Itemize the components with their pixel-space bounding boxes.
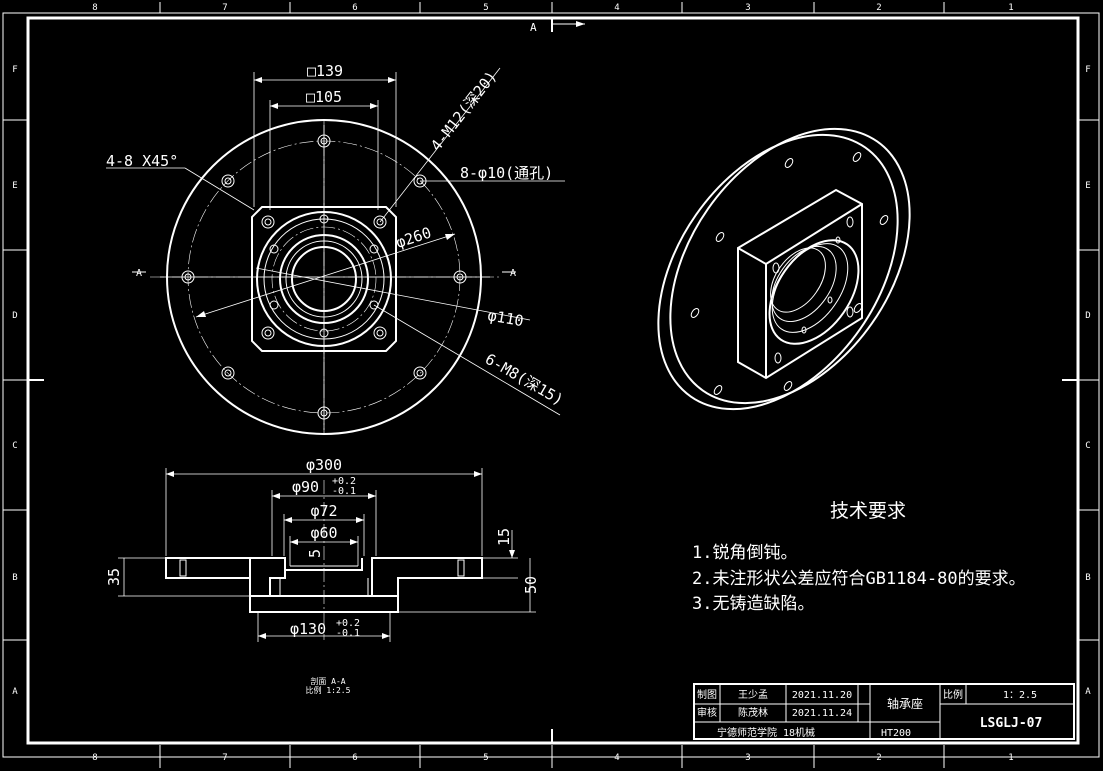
section-scale: 比例 1:2.5 [306,685,351,695]
section-caption: 剖面 A-A [310,676,345,686]
dim-d130-tol-lower: -0.1 [336,628,360,639]
scale-value: 1：2.5 [1003,690,1037,701]
dim-d90-tol-upper: +0.2 [332,476,356,487]
front-view: A A □139 □105 4-M12(深20) 4-8 X45° 8-φ10(… [106,62,567,435]
dim-h15: 15 [495,528,513,546]
dim-h50: 50 [522,576,540,594]
col-label-6-bottom: 6 [352,753,357,763]
draw-label: 制图 [697,688,717,701]
requirement-item-3: 3.无铸造缺陷。 [692,594,814,614]
scale-label: 比例 [943,688,963,701]
dim-sq139: □139 [307,62,343,80]
row-label-a-left: A [12,687,18,697]
col-label-5-bottom: 5 [483,753,488,763]
dim-h5: 5 [306,549,324,558]
dim-d130: φ130 [290,620,326,638]
row-label-d-left: D [12,311,17,321]
col-label-4-top: 4 [614,3,619,13]
section-label-left: A [136,268,142,279]
row-label-c-right: C [1085,441,1090,451]
row-label-b-left: B [12,573,17,583]
requirements-title: 技术要求 [830,500,906,522]
requirement-item-2: 2.未注形状公差应符合GB1184-80的要求。 [692,569,1026,589]
col-label-1-top: 1 [1008,3,1013,13]
row-label-c-left: C [12,441,17,451]
requirement-item-1: 1.锐角倒钝。 [692,543,797,563]
dim-h35: 35 [105,568,123,586]
col-label-8-bottom: 8 [92,753,97,763]
row-label-d-right: D [1085,311,1090,321]
check-label: 审核 [697,706,717,719]
dim-d60: φ60 [310,524,337,542]
col-label-3-top: 3 [745,3,750,13]
row-label-e-right: E [1085,181,1090,191]
isometric-view [657,127,911,411]
row-label-e-left: E [12,181,17,191]
col-label-8-top: 8 [92,3,97,13]
drawing-number: LSGLJ-07 [980,716,1043,731]
section-label-right: A [510,268,516,279]
row-label-f-left: F [12,65,17,75]
technical-requirements: 技术要求 1.锐角倒钝。 2.未注形状公差应符合GB1184-80的要求。 3.… [692,500,1026,614]
col-label-7-bottom: 7 [222,753,227,763]
dim-d300: φ300 [306,456,342,474]
dim-d130-tol-upper: +0.2 [336,618,360,629]
row-label-a-right: A [1085,687,1091,697]
material: HT200 [881,728,911,739]
dim-d110: φ110 [486,306,525,330]
col-label-6-top: 6 [352,3,357,13]
part-name: 轴承座 [887,696,923,711]
check-date: 2021.11.24 [792,708,852,719]
col-label-2-bottom: 2 [876,753,881,763]
svg-text:A: A [530,21,537,34]
col-label-5-top: 5 [483,3,488,13]
col-label-3-bottom: 3 [745,753,750,763]
col-label-4-bottom: 4 [614,753,619,763]
dim-thru-holes: 8-φ10(通孔) [460,164,553,182]
col-label-2-top: 2 [876,3,881,13]
section-marker-top: A [530,21,585,34]
col-label-1-bottom: 1 [1008,753,1013,763]
school-name: 宁德师范学院 18机械 [717,726,815,739]
title-block: 制图 王少孟 2021.11.20 审核 陈茂林 2021.11.24 轴承座 … [693,683,1075,740]
drawer-name: 王少孟 [738,689,768,701]
row-label-f-right: F [1085,65,1090,75]
dim-tap-holes-m12: 4-M12(深20) [427,68,500,155]
dim-sq105: □105 [306,88,342,106]
dim-d90: φ90 [292,478,319,496]
dim-tap-holes-m8: 6-M8(深15) [482,350,567,409]
section-view: φ300 φ90 +0.2 -0.1 φ72 φ60 5 15 [105,456,540,695]
col-label-7-top: 7 [222,3,227,13]
draw-date: 2021.11.20 [792,690,852,701]
checker-name: 陈茂林 [738,706,768,719]
dim-chamfer: 4-8 X45° [106,152,178,170]
dim-d72: φ72 [310,502,337,520]
row-label-b-right: B [1085,573,1090,583]
dim-d90-tol-lower: -0.1 [332,486,356,497]
